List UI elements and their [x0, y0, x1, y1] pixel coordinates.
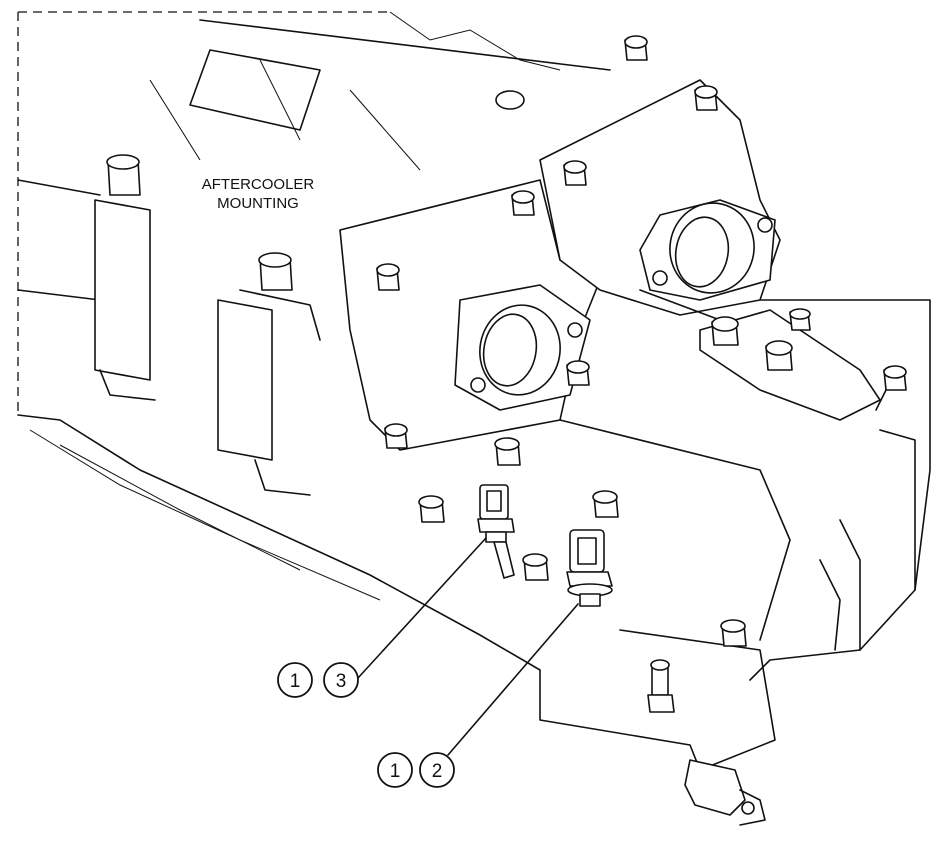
aftercooler-label: AFTERCOOLER MOUNTING: [202, 176, 315, 212]
callout-item-number: 1: [390, 761, 401, 782]
aftercooler-label-line1: AFTERCOOLER: [202, 176, 315, 193]
bolt-icon: [694, 85, 718, 111]
bolt-icon: [624, 35, 648, 61]
callout-1-2: 1 2: [377, 752, 455, 788]
aftercooler-label-line2: MOUNTING: [217, 195, 299, 212]
stud-icon: [647, 659, 675, 713]
bolt-icon: [765, 340, 793, 371]
center-bracket: [217, 252, 321, 496]
bolt-icon: [711, 316, 739, 346]
bolt-icon: [720, 619, 747, 647]
flange-bolts: [376, 35, 718, 449]
bolt-icon: [384, 423, 408, 449]
bolt-icon: [494, 437, 521, 466]
bolt-icon: [376, 263, 400, 291]
bolt-icon: [418, 495, 445, 523]
bolt-icon: [511, 190, 535, 216]
callout-ref-number: 2: [432, 761, 443, 782]
callout-1-3: 1 3: [277, 662, 359, 698]
bolt-icon: [875, 365, 907, 411]
bolt-icon: [789, 308, 811, 331]
temperature-sensor: [477, 484, 515, 579]
bolt-icon: [566, 360, 590, 386]
engine-block: [17, 11, 701, 771]
callout-circle: [377, 752, 413, 788]
bolt-icon: [563, 160, 587, 186]
cutaway-boundary: [17, 11, 390, 415]
callout-circle: [277, 662, 313, 698]
pressure-sensor: [566, 529, 613, 607]
leader-lines: [357, 537, 579, 756]
bolt-icon: [592, 490, 619, 518]
right-manifold: [559, 289, 931, 771]
left-bracket: [94, 154, 156, 401]
bracket-bolts: [711, 308, 907, 411]
lower-bolts: [418, 437, 747, 713]
right-flange: [539, 79, 781, 316]
callout-circle: [419, 752, 455, 788]
callout-circle: [323, 662, 359, 698]
bolt-icon: [522, 553, 549, 581]
bottom-fitting: [684, 759, 766, 826]
left-flange: [339, 179, 601, 451]
callout-ref-number: 3: [336, 671, 347, 692]
callout-item-number: 1: [290, 671, 301, 692]
